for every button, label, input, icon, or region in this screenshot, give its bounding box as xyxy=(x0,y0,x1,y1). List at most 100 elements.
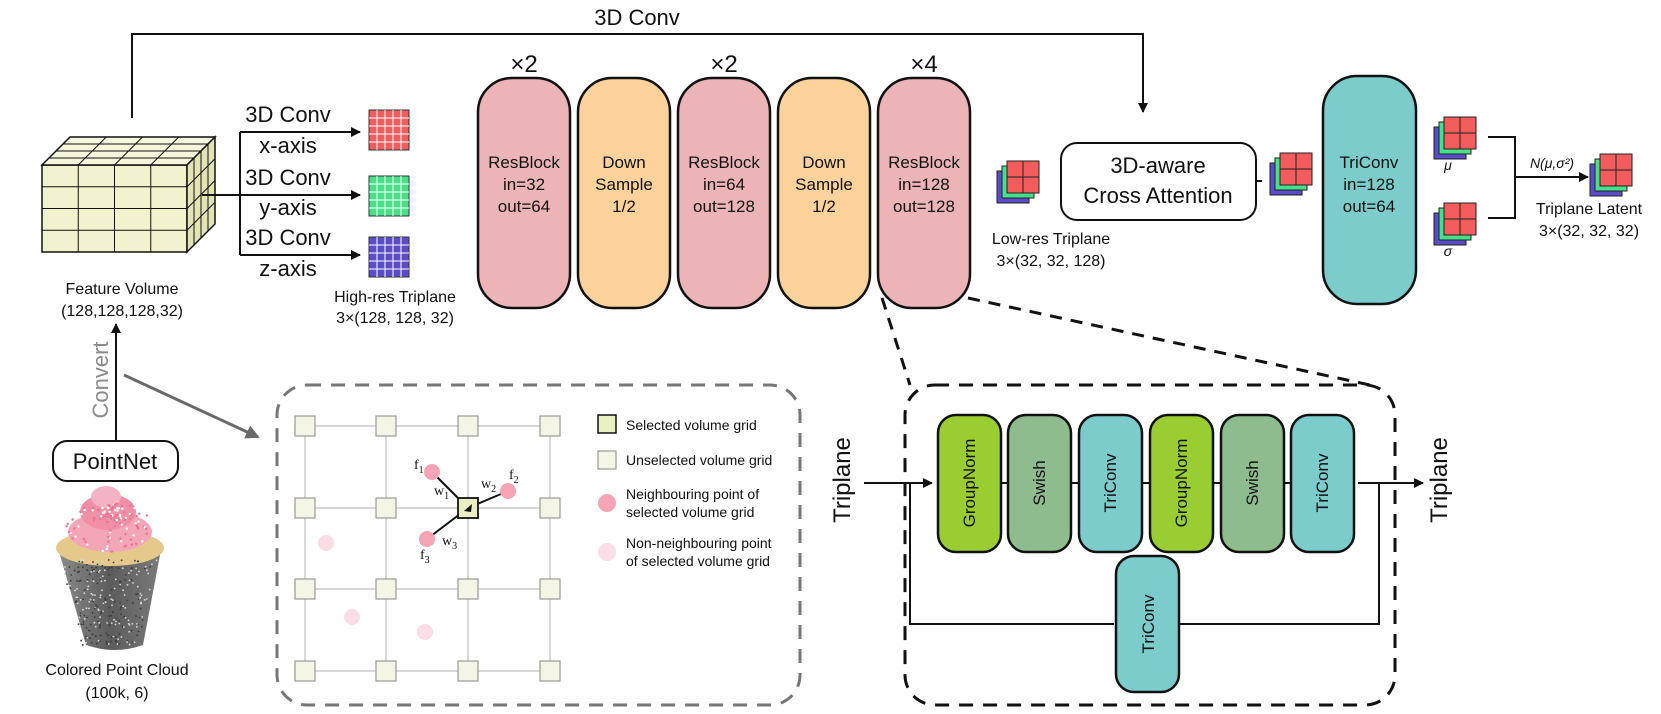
cloud-speck xyxy=(64,573,66,576)
cloud-speck xyxy=(107,559,110,561)
cross-attention-line1: 3D-aware xyxy=(1110,153,1205,178)
cloud-speck xyxy=(90,641,93,644)
triplane-latent-label: Triplane Latent xyxy=(1536,201,1643,218)
cloud-speck xyxy=(96,571,99,574)
cloud-speck xyxy=(138,515,141,518)
cloud-speck xyxy=(118,643,120,646)
cloud-speck xyxy=(78,570,81,573)
cloud-speck xyxy=(113,587,116,590)
cloud-speck xyxy=(136,592,139,595)
cloud-speck xyxy=(116,506,119,510)
cloud-speck xyxy=(147,572,150,575)
block-label-line: in=128 xyxy=(1343,175,1395,194)
cloud-speck xyxy=(116,509,119,512)
cloud-speck xyxy=(86,636,89,639)
highres-triplane-label: High-res Triplane xyxy=(334,289,456,306)
cloud-speck xyxy=(91,633,94,636)
cloud-speck xyxy=(139,607,142,610)
cloud-speck xyxy=(111,604,113,607)
detail-connectors xyxy=(864,478,1424,625)
cloud-speck xyxy=(120,540,123,543)
cloud-speck xyxy=(113,618,115,621)
cloud-speck xyxy=(93,568,95,571)
encoder-block-4: ×4 ResBlock in=128 out=128 xyxy=(876,51,972,310)
cloud-speck xyxy=(110,614,113,617)
cloud-speck xyxy=(99,616,101,618)
cloud-speck xyxy=(79,612,82,614)
cloud-speck xyxy=(115,636,117,639)
cloud-speck xyxy=(148,588,151,591)
cloud-speck xyxy=(119,537,122,540)
legend-unselected-swatch xyxy=(597,450,617,470)
cloud-speck xyxy=(110,566,113,569)
plane-square xyxy=(368,236,410,278)
y-plane-grid xyxy=(368,175,410,217)
cloud-speck xyxy=(118,522,122,525)
cloud-speck xyxy=(118,632,121,635)
cloud-speck xyxy=(106,515,109,518)
cloud-speck xyxy=(105,632,108,635)
detail-layer-label: Swish xyxy=(1243,460,1262,505)
cloud-speck xyxy=(108,510,111,514)
non-neighbouring-point xyxy=(344,609,360,625)
cloud-speck xyxy=(104,566,106,569)
cloud-speck xyxy=(108,573,110,576)
cloud-speck xyxy=(82,537,86,541)
cloud-speck xyxy=(82,621,85,623)
cloud-speck xyxy=(126,641,128,643)
cloud-speck xyxy=(122,511,125,514)
cloud-speck xyxy=(119,583,122,586)
cloud-speck xyxy=(77,566,80,569)
cloud-speck xyxy=(115,514,118,517)
sampling-arrow xyxy=(123,373,260,439)
cloud-speck xyxy=(78,560,81,563)
cloud-speck xyxy=(77,525,80,528)
cloud-speck xyxy=(121,507,124,510)
cloud-speck xyxy=(149,565,152,568)
cloud-speck xyxy=(89,637,92,640)
cloud-speck xyxy=(120,606,123,609)
cloud-speck xyxy=(145,527,148,530)
non-neighbouring-point xyxy=(417,624,433,640)
cloud-speck xyxy=(115,620,117,623)
cloud-speck xyxy=(129,504,132,507)
x-plane-grid xyxy=(368,109,410,151)
cloud-speck xyxy=(123,518,127,521)
skip-triconv: TriConv xyxy=(1114,554,1181,694)
cloud-speck xyxy=(83,614,86,617)
unselected-grid-cell xyxy=(457,660,479,682)
cloud-speck xyxy=(128,624,131,626)
cloud-speck xyxy=(135,573,138,576)
cloud-speck xyxy=(145,598,148,600)
cloud-speck xyxy=(66,522,69,526)
legend-selected-swatch xyxy=(597,414,617,434)
cloud-speck xyxy=(141,540,144,543)
encoder-block-2: ×2 ResBlock in=64 out=128 xyxy=(676,51,772,310)
cloud-speck xyxy=(81,638,84,641)
mu-triplane-icon xyxy=(1433,116,1477,160)
cloud-speck xyxy=(82,623,85,626)
cloud-speck xyxy=(99,569,101,572)
detail-layer-label: TriConv xyxy=(1313,453,1332,512)
cloud-speck xyxy=(133,506,136,510)
cloud-speck xyxy=(104,579,106,582)
cloud-speck xyxy=(143,526,146,529)
unselected-grid-cell xyxy=(375,660,397,682)
cloud-speck xyxy=(138,616,141,619)
block-label-line: out=128 xyxy=(893,197,955,216)
cloud-speck xyxy=(143,599,146,601)
block-label-line: Sample xyxy=(795,175,853,194)
detail-layer-label: TriConv xyxy=(1101,453,1120,512)
detail-output-label: Triplane xyxy=(1426,437,1453,523)
cloud-speck xyxy=(118,513,122,517)
cloud-speck xyxy=(136,626,138,628)
cloud-speck xyxy=(120,517,123,520)
cloud-speck xyxy=(66,583,68,585)
cloud-speck xyxy=(130,629,133,632)
cloud-speck xyxy=(131,641,134,644)
cloud-speck xyxy=(109,515,113,518)
cloud-speck xyxy=(85,607,88,610)
neighbouring-point xyxy=(419,531,435,547)
cloud-speck xyxy=(133,641,136,644)
grid-point-label: w2 xyxy=(481,477,496,495)
